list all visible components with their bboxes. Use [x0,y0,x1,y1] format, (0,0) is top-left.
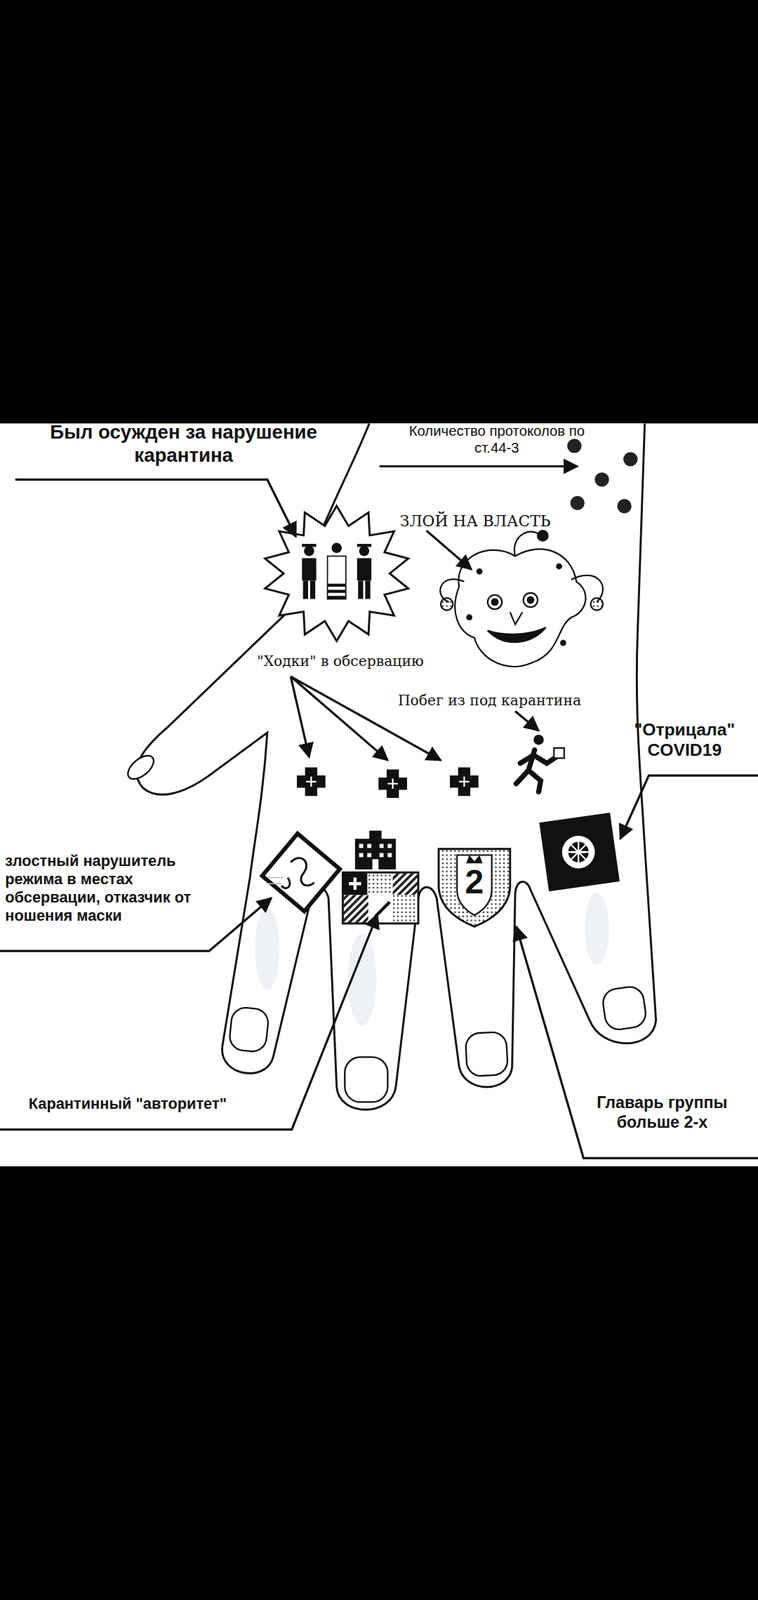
callout-text: Побег из под карантина [397,692,623,709]
leader-lines [0,466,758,1159]
callout-text: Количество протоколов по ст.44-3 [400,422,594,457]
star-outline [265,506,409,642]
callout-text: Был осужден за нарушение карантина [20,420,347,467]
convoy-figures [301,543,372,600]
callout-text: "Ходки" в обсервацию [256,652,441,670]
hospital-ring-tattoo [342,830,419,924]
ring-number: 2 [449,861,501,903]
shield-ring-tattoo [438,849,511,928]
virus-ring-tattoo [539,812,620,892]
runner-tattoo [516,734,565,792]
callout-text: ЗЛОЙ НА ВЛАСТЬ [400,512,579,531]
finger-nails [123,751,648,1103]
callout-text: "Отрицала" COVID19 [624,719,746,761]
diamond-ring-tattoo [262,833,341,912]
cross-inner [306,776,470,789]
star-tattoo [265,506,409,642]
callout-text: злостный нарушитель режима в местах обсе… [4,852,225,926]
hand-outline [136,423,656,1110]
jester-tattoo [440,530,603,667]
dot-tattoo [567,438,638,514]
callout-text: Главарь группы больше 2-х [581,1093,744,1133]
callout-text: Карантинный "авторитет" [28,1094,304,1114]
white-panel [0,423,758,1167]
hand-shading [254,892,609,1026]
cross-tattoo [296,767,479,799]
